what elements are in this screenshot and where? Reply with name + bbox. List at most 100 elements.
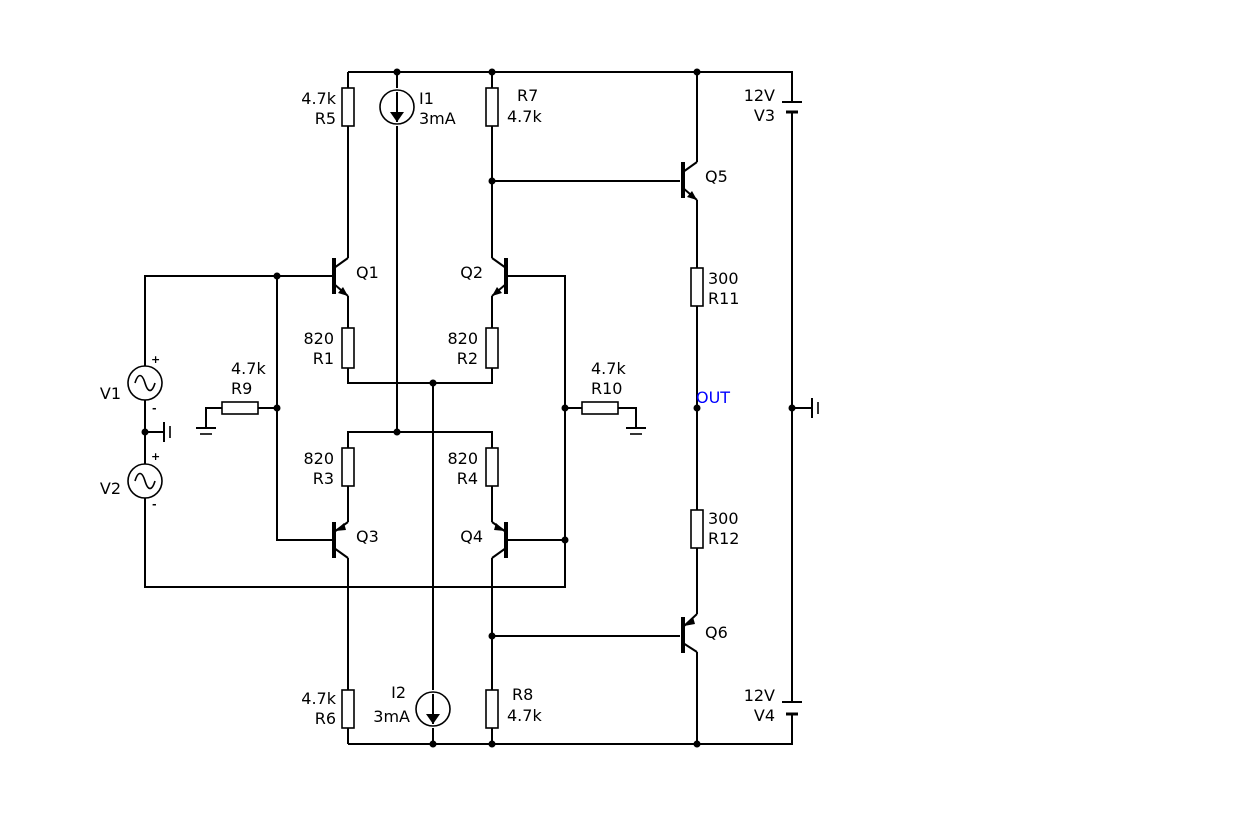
r5-value: 4.7k	[301, 89, 336, 108]
resistor-r12[interactable]	[690, 509, 704, 549]
r9-name: R9	[231, 379, 252, 398]
i1-name: I1	[419, 89, 434, 108]
collector-lead	[682, 642, 698, 653]
junction-dot	[393, 68, 401, 76]
transistor-q4[interactable]	[491, 521, 508, 559]
q1-label: Q1	[356, 263, 379, 282]
resistor-r2[interactable]	[485, 327, 499, 369]
r2-value: 820	[447, 329, 478, 348]
r10-value: 4.7k	[591, 359, 626, 378]
wire-r9-gnd	[205, 407, 222, 428]
r4-value: 820	[447, 449, 478, 468]
i1-value: 3mA	[419, 109, 456, 128]
transistor-q3[interactable]	[332, 521, 349, 559]
wire-v1-to-q1	[144, 275, 332, 366]
resistor-r3[interactable]	[341, 447, 355, 487]
r9-value: 4.7k	[231, 359, 266, 378]
junction-dot	[488, 740, 496, 748]
r1-value: 820	[303, 329, 334, 348]
q6-label: Q6	[705, 623, 728, 642]
r11-name: R11	[708, 289, 739, 308]
q2-label: Q2	[460, 263, 483, 282]
junction-dot	[141, 428, 149, 436]
q3-label: Q3	[356, 527, 379, 546]
resistor-r7[interactable]	[485, 87, 499, 127]
resistor-r1[interactable]	[341, 327, 355, 369]
net-label-out: OUT	[696, 388, 730, 407]
emitter-arrow-icon	[335, 523, 346, 531]
r6-name: R6	[315, 709, 336, 728]
wire-v2-bottom	[144, 498, 566, 588]
v2-name: V2	[100, 479, 121, 498]
emitter-arrow-icon	[687, 191, 697, 200]
junction-dot	[693, 404, 701, 412]
r7-value: 4.7k	[507, 107, 542, 126]
current-source-i2[interactable]	[415, 691, 451, 727]
polarity-plus: +	[151, 353, 160, 366]
ac-source-v1[interactable]: + -	[127, 353, 163, 415]
v4-name: V4	[754, 706, 775, 725]
wire-bottom-rail	[348, 714, 793, 745]
r2-name: R2	[457, 349, 478, 368]
wire-q2-base	[508, 275, 566, 540]
wire-r3-r4-node	[347, 431, 493, 448]
polarity-minus: -	[152, 402, 157, 415]
wire-r9-node	[276, 276, 332, 541]
resistor-r9[interactable]	[221, 401, 259, 415]
r5-name: R5	[315, 109, 336, 128]
q5-label: Q5	[705, 167, 728, 186]
junction-dot	[561, 404, 569, 412]
polarity-plus: +	[151, 450, 160, 463]
wires	[144, 71, 812, 745]
r1-name: R1	[313, 349, 334, 368]
collector-lead	[491, 257, 507, 269]
transistor-q1[interactable]	[332, 257, 349, 297]
current-arrowhead-icon	[426, 714, 440, 724]
battery-v4[interactable]	[782, 701, 802, 716]
ac-source-v2[interactable]: + -	[127, 450, 163, 511]
junction-dot	[273, 272, 281, 280]
junction-dot	[488, 68, 496, 76]
wire-r10-gnd	[618, 407, 637, 428]
resistor-r4[interactable]	[485, 447, 499, 487]
resistor-r6[interactable]	[341, 689, 355, 729]
wire-top-rail	[348, 71, 793, 102]
polarity-minus: -	[152, 498, 157, 511]
junction-dot	[488, 632, 496, 640]
junction-dot	[561, 536, 569, 544]
emitter-arrow-icon	[684, 617, 695, 626]
battery-v3[interactable]	[782, 101, 802, 114]
junctions	[141, 68, 796, 748]
current-source-i1[interactable]	[379, 89, 415, 125]
ground-icon	[811, 398, 819, 418]
wire-r1-node	[347, 368, 493, 384]
junction-dot	[429, 379, 437, 387]
transistor-q5[interactable]	[681, 161, 698, 201]
r10-name: R10	[591, 379, 622, 398]
v3-name: V3	[754, 106, 775, 125]
collector-lead	[333, 257, 349, 269]
sine-wave-icon	[134, 374, 156, 392]
collector-lead	[682, 161, 698, 173]
r11-value: 300	[708, 269, 739, 288]
r7-name: R7	[517, 86, 538, 105]
transistor-q6[interactable]	[681, 613, 698, 653]
transistor-q2[interactable]	[491, 257, 508, 297]
emitter-arrow-icon	[494, 523, 505, 531]
component-labels: 4.7k R5 I1 3mA R7 4.7k Q1 Q2 Q3 Q4 Q5 Q6…	[100, 86, 775, 728]
resistor-r10[interactable]	[581, 401, 619, 415]
junction-dot	[788, 404, 796, 412]
ground-icon	[626, 427, 646, 435]
r6-value: 4.7k	[301, 689, 336, 708]
junction-dot	[693, 68, 701, 76]
v3-value: 12V	[744, 86, 775, 105]
q4-label: Q4	[460, 527, 483, 546]
emitter-arrow-icon	[492, 287, 502, 296]
resistor-r11[interactable]	[690, 267, 704, 307]
sine-wave-icon	[134, 472, 156, 490]
resistor-r8[interactable]	[485, 689, 499, 729]
resistor-r5[interactable]	[341, 87, 355, 127]
junction-dot	[273, 404, 281, 412]
v4-value: 12V	[744, 686, 775, 705]
collector-lead	[333, 547, 349, 559]
